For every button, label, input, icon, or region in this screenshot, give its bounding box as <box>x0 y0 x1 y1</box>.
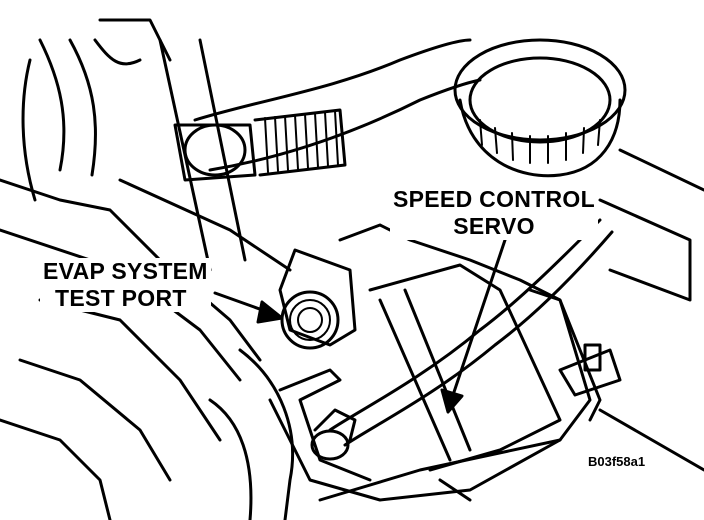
leader-arrows <box>213 238 507 414</box>
figure-id: B03f58a1 <box>586 454 648 469</box>
evap-label-line2: TEST PORT <box>55 285 187 311</box>
servo-housing <box>268 223 592 502</box>
right-bracket <box>528 148 704 472</box>
reservoir-cap <box>453 38 627 178</box>
top-hose <box>173 38 482 182</box>
evap-arrowhead <box>256 300 284 324</box>
servo-arrowhead <box>440 388 464 414</box>
left-hoses <box>21 18 172 202</box>
left-intake <box>0 178 295 520</box>
evap-test-port-label: EVAP SYSTEM TEST PORT <box>40 258 211 312</box>
vacuum-hose <box>310 218 614 461</box>
vertical-hose <box>158 38 247 272</box>
test-port-bracket <box>278 248 357 350</box>
servo-leader-line <box>450 238 507 400</box>
speed-control-label-line2: SERVO <box>453 213 535 239</box>
speed-control-servo-label: SPEED CONTROL SERVO <box>390 186 598 240</box>
speed-control-label-line1: SPEED CONTROL <box>393 186 595 212</box>
evap-label-line1: EVAP SYSTEM <box>43 258 208 284</box>
